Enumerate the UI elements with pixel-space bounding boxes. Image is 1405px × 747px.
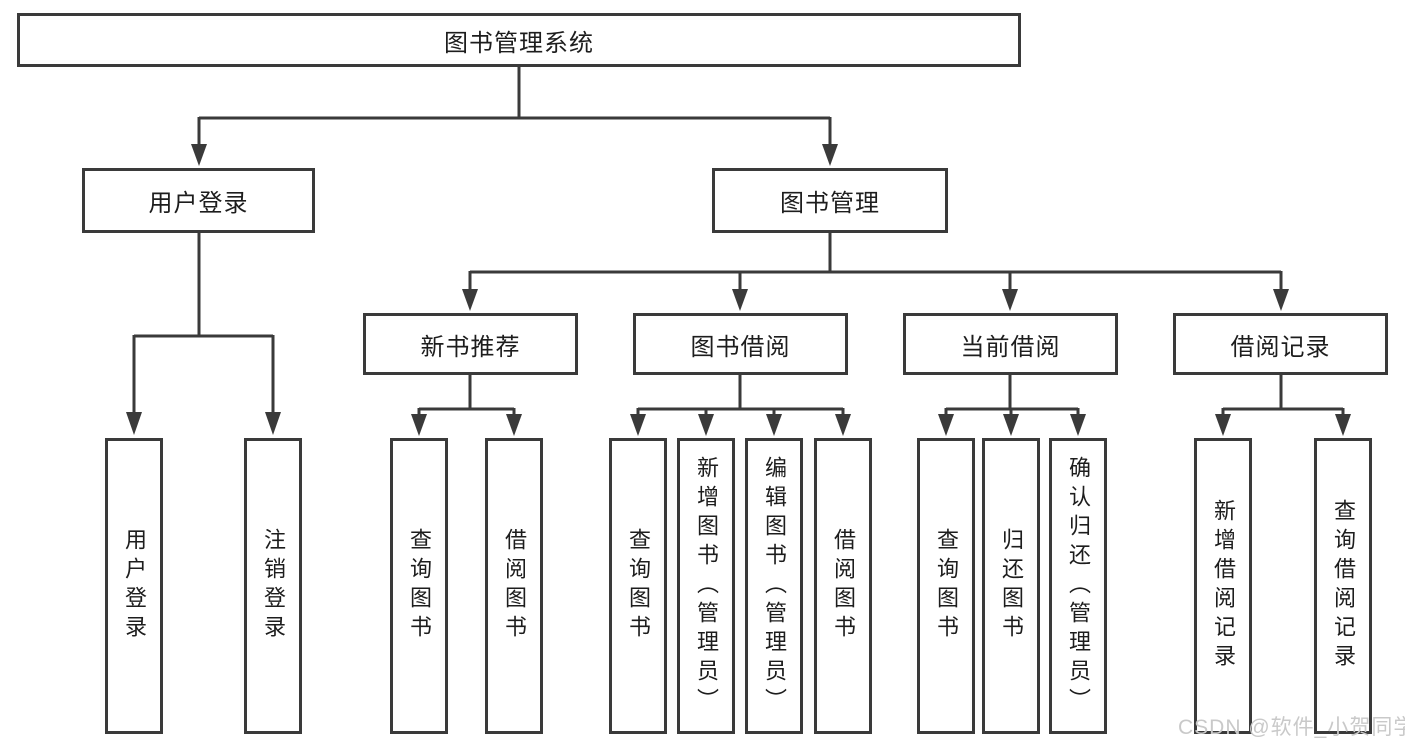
leaf-borrow-books: 借阅图书 xyxy=(814,438,872,734)
leaf-logout: 注销登录 xyxy=(244,438,302,734)
leaf-query-books-borrow: 查询图书 xyxy=(609,438,667,734)
node-borrowing-records: 借阅记录 xyxy=(1173,313,1388,375)
leaf-add-borrow-record: 新增借阅记录 xyxy=(1194,438,1252,734)
node-user-login: 用户登录 xyxy=(82,168,315,233)
node-book-management: 图书管理 xyxy=(712,168,948,233)
leaf-add-book-admin: 新增图书（管理员） xyxy=(677,438,735,734)
node-new-book-recommendation: 新书推荐 xyxy=(363,313,578,375)
node-book-borrowing: 图书借阅 xyxy=(633,313,848,375)
node-library-management-system: 图书管理系统 xyxy=(17,13,1021,67)
watermark-text: CSDN @软件_小贺同学 xyxy=(1178,716,1405,739)
leaf-return-book: 归还图书 xyxy=(982,438,1040,734)
leaf-user-login: 用户登录 xyxy=(105,438,163,734)
leaf-query-books-recommend: 查询图书 xyxy=(390,438,448,734)
leaf-edit-book-admin: 编辑图书（管理员） xyxy=(745,438,803,734)
leaf-confirm-return-admin: 确认归还（管理员） xyxy=(1049,438,1107,734)
leaf-query-books-current: 查询图书 xyxy=(917,438,975,734)
leaf-borrow-books-recommend: 借阅图书 xyxy=(485,438,543,734)
leaf-query-borrow-record: 查询借阅记录 xyxy=(1314,438,1372,734)
node-current-borrowing: 当前借阅 xyxy=(903,313,1118,375)
